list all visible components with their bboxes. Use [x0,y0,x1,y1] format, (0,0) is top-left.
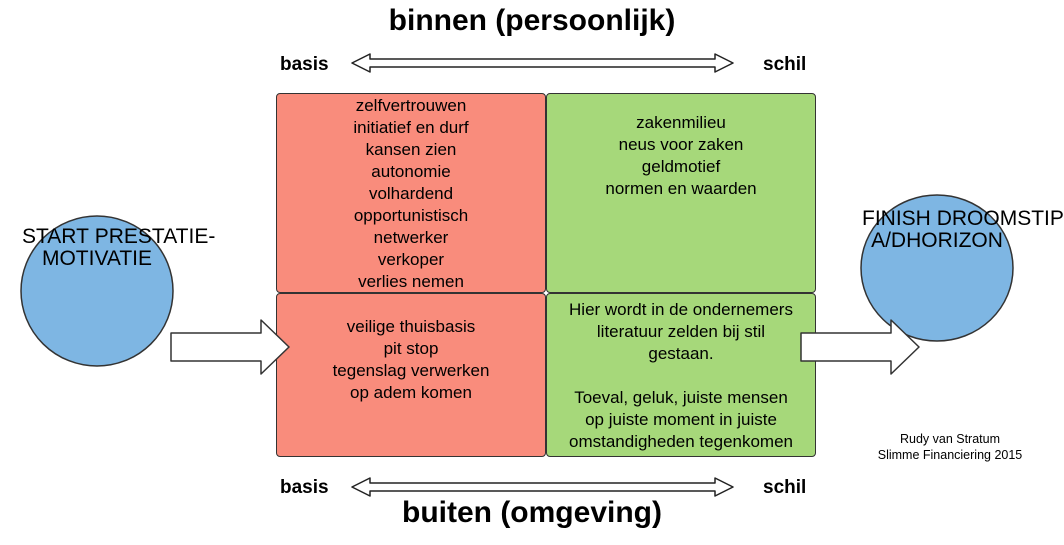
quadrant-top-right-line: zakenmilieu [636,113,726,132]
axis-label-top-right: schil [763,54,807,75]
finish-arrow [800,319,920,375]
double-arrow-top [351,53,734,73]
double-arrow-bottom [351,477,734,497]
start-circle-text-line: PRESTATIE- [94,225,216,248]
quadrant-bottom-right-line: op juiste moment in juiste [585,410,777,429]
quadrant-bottom-left-line: tegenslag verwerken [332,361,490,380]
axis-label-top-left: basis [280,54,329,75]
start-circle-text: START PRESTATIE-MOTIVATIE [22,225,215,270]
quadrant-bottom-right-line: gestaan. [648,344,714,363]
credit: Rudy van Stratum Slimme Financiering 201… [860,431,1040,463]
quadrant-top-left-line: verkoper [377,250,445,269]
quadrant-top-right-line: neus voor zaken [618,135,744,154]
quadrant-top-right-line: geldmotief [641,157,721,176]
quadrant-top-left-line: initiatief en durf [353,118,469,137]
quadrant-bottom-right-line: Toeval, geluk, juiste mensen [574,388,788,407]
quadrant-top-left-line: kansen zien [365,140,457,159]
finish-circle-text-line: STIP A/D [871,207,1064,252]
quadrant-bottom-left: veilige thuisbasis pit stop tegenslag verw… [276,293,546,457]
quadrant-top-left-line: verlies nemen [358,272,464,291]
start-circle [20,215,174,367]
quadrant-bottom-right-line: omstandigheden tegenkomen [569,432,793,451]
quadrant-top-left-line: autonomie [371,162,451,181]
quadrant-top-left-line: volhardend [368,184,454,203]
quadrant-bottom-left-line: pit stop [383,339,439,358]
start-circle-text-line: START [22,225,89,248]
finish-circle-text-line: HORIZON [906,229,1003,252]
top-title: binnen (persoonlijk) [388,4,676,37]
quadrant-top-right-line: normen en waarden [605,179,757,198]
quadrant-bottom-left-line: veilige thuisbasis [346,317,476,336]
finish-circle-text-line: DROOM [936,207,1018,230]
finish-circle-text: FINISH DROOMSTIP A/DHORIZON [862,207,1064,252]
quadrant-top-left-line: opportunistisch [353,206,469,225]
quadrant-bottom-right-line: literatuur zelden bij stil [596,322,766,341]
finish-circle [860,194,1014,342]
start-arrow [170,319,290,375]
axis-label-bottom-right: schil [763,477,807,498]
credit-source: Slimme Financiering 2015 [877,448,1023,462]
quadrant-top-left: zelfvertrouwen initiatief en durf kansen z… [276,93,546,293]
start-circle-text-line: MOTIVATIE [41,247,153,270]
axis-label-bottom-left: basis [280,477,329,498]
quadrant-bottom-right: Hier wordt in de ondernemers literatuur z… [546,293,816,457]
quadrant-bottom-right-line: Hier wordt in de ondernemers [569,300,793,319]
bottom-title: buiten (omgeving) [402,496,662,529]
quadrant-top-right: zakenmilieu neus voor zaken geldmotief norm… [546,93,816,293]
quadrant-top-left-line: zelfvertrouwen [355,96,467,115]
quadrant-bottom-left-line: op adem komen [350,383,472,402]
finish-circle-text-line: FINISH [862,207,931,230]
quadrant-top-left-line: netwerker [373,228,449,247]
credit-author: Rudy van Stratum [899,432,1001,446]
